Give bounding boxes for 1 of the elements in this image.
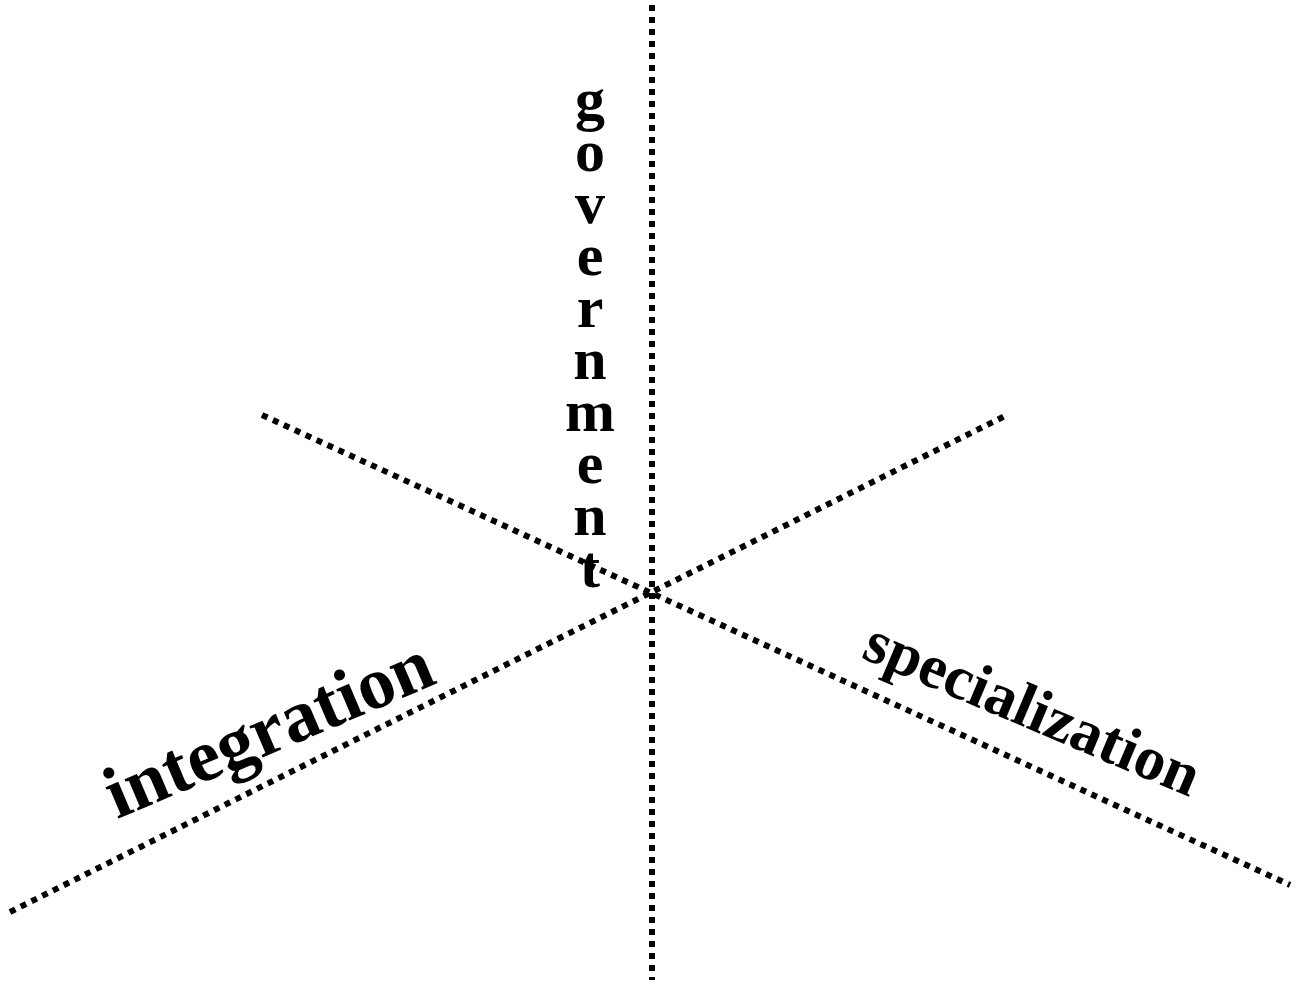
- axis-label: government: [560, 66, 620, 586]
